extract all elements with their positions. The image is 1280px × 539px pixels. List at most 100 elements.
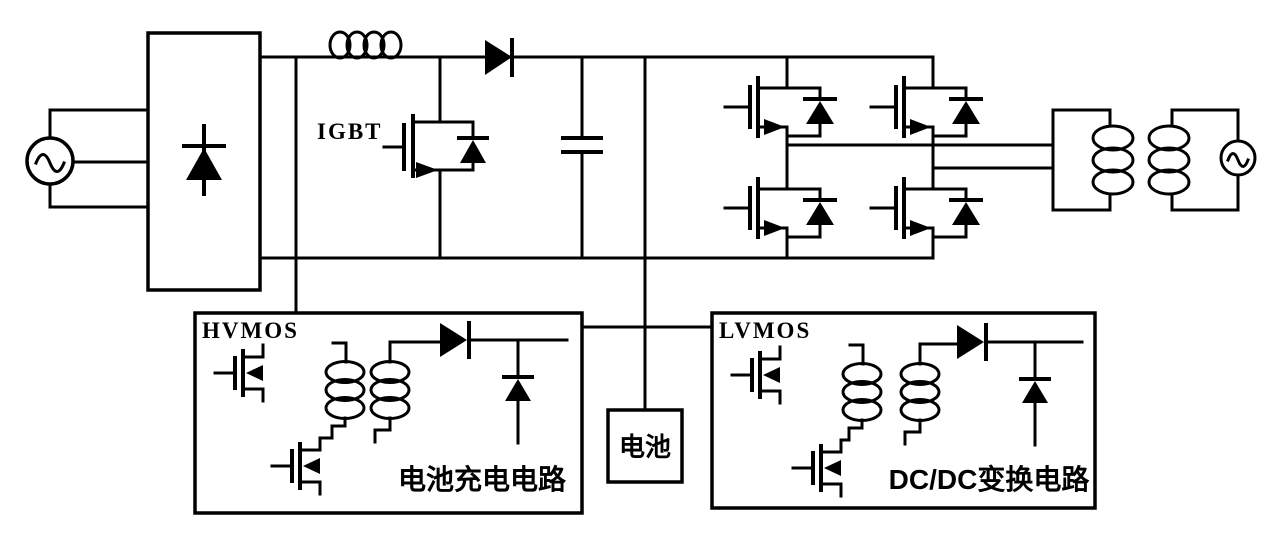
full-bridge-inverter: [723, 55, 1055, 260]
drain-lead: [241, 343, 265, 359]
lvmos-mosfet-top: [730, 345, 782, 405]
coil-turn-icon: [1147, 124, 1191, 152]
dc-link-capacitor: [561, 55, 603, 260]
body-arrow-icon: [303, 458, 320, 474]
diode-branch: [438, 120, 475, 140]
igbt-label: IGBT: [317, 119, 383, 144]
lvmos-output-diode: [957, 323, 1084, 361]
coil-turn-icon: [1091, 168, 1135, 196]
inductor-loop-icon: [328, 30, 352, 60]
lvmos-mosfet-bottom: [791, 438, 843, 498]
sine-wave-icon: [1226, 152, 1250, 168]
source-arrow-icon: [910, 220, 931, 236]
ac-source-output: [1219, 139, 1257, 177]
diode-triangle: [952, 101, 980, 124]
source-arrow-icon: [764, 220, 785, 236]
lvmos-caption: DC/DC变换电路: [889, 463, 1091, 495]
body-arrow-icon: [763, 367, 780, 383]
bridge-rectifier-block: [146, 31, 262, 292]
source-arrow-icon: [416, 162, 438, 178]
coil-turn-icon: [1091, 124, 1135, 152]
hvmos-caption: 电池充电电路: [398, 463, 567, 495]
mosfet-q2: [723, 143, 837, 260]
hvmos-transformer: [318, 340, 442, 444]
coil-loop-frame: [1170, 173, 1240, 212]
secondary-coil: [1147, 108, 1240, 212]
lvmos-dcdc-circuit-box: LVMOS: [710, 311, 1097, 510]
diode-branch: [931, 122, 968, 138]
diode-triangle: [957, 325, 984, 359]
primary-coil: [1051, 108, 1135, 212]
lvmos-clamp-diode: [1019, 340, 1051, 447]
coil-turn-icon: [899, 380, 941, 404]
diode-branch: [785, 187, 822, 202]
source-lead: [241, 387, 265, 403]
dc-bus: [258, 55, 935, 260]
hvmos-title: HVMOS: [202, 318, 299, 343]
coil-turn-icon: [841, 380, 883, 404]
source-lead: [298, 480, 322, 496]
diode-triangle: [952, 202, 980, 225]
hvmos-mosfet-bottom: [270, 436, 322, 496]
hvmos-outline: [193, 311, 584, 515]
diode-triangle: [505, 379, 531, 401]
hvmos-mosfet-top: [213, 343, 265, 403]
diode-branch: [785, 86, 822, 101]
coil-lead: [331, 341, 348, 364]
inductor-loop-icon: [345, 30, 369, 60]
coil-lead: [318, 416, 347, 440]
boost-inductor: [328, 30, 403, 60]
coil-lead: [373, 416, 392, 444]
diode-triangle: [1022, 381, 1048, 403]
diode-branch: [931, 187, 968, 202]
hvmos-output-diode: [440, 321, 569, 359]
source-lead: [819, 482, 843, 498]
diode-branch: [931, 223, 968, 239]
mosfet-q1: [723, 55, 837, 147]
mosfet-q4: [869, 166, 983, 260]
coil-turn-icon: [1091, 146, 1135, 174]
diode-triangle: [460, 140, 486, 163]
diode-branch: [785, 223, 822, 239]
inductor-loop-icon: [379, 30, 403, 60]
coil-lead: [839, 418, 864, 442]
source-lead: [758, 389, 782, 405]
hvmos-clamp-diode: [502, 338, 534, 445]
lvmos-title: LVMOS: [719, 318, 811, 343]
lvmos-outline: [710, 311, 1097, 510]
lvmos-transformer: [839, 342, 959, 446]
battery-block: 电池: [606, 408, 684, 484]
boost-diode: [485, 38, 514, 77]
igbt-switch: IGBT: [317, 55, 489, 260]
sine-wave-icon: [34, 153, 66, 173]
diode-triangle: [440, 323, 467, 357]
coil-turn-icon: [324, 378, 366, 402]
source-arrow-icon: [910, 119, 931, 135]
drain-lead: [819, 438, 843, 454]
drain-lead: [758, 345, 782, 361]
ac-source-circle-icon: [1219, 139, 1257, 177]
diode-triangle: [186, 148, 222, 180]
inductor-loop-icon: [362, 30, 386, 60]
diode-branch: [785, 122, 822, 138]
body-arrow-icon: [824, 460, 841, 476]
coil-turn-icon: [369, 378, 411, 402]
rectifier-outline: [146, 31, 262, 292]
ac-source-circle-icon: [25, 136, 75, 186]
coil-lead: [903, 418, 922, 446]
diode-triangle: [806, 202, 834, 225]
battery-label: 电池: [619, 432, 671, 462]
coil-lead: [918, 342, 959, 366]
diode-branch: [931, 86, 968, 101]
coil-loop-frame: [1051, 108, 1112, 212]
coil-lead: [388, 340, 442, 364]
body-arrow-icon: [246, 365, 263, 381]
diode-triangle: [806, 101, 834, 124]
coil-turn-icon: [1147, 168, 1191, 196]
hvmos-charging-circuit-box: HVMOS: [193, 311, 584, 515]
mosfet-q3: [869, 55, 983, 170]
coil-loop-frame: [1170, 108, 1240, 143]
diode-triangle: [485, 40, 512, 75]
